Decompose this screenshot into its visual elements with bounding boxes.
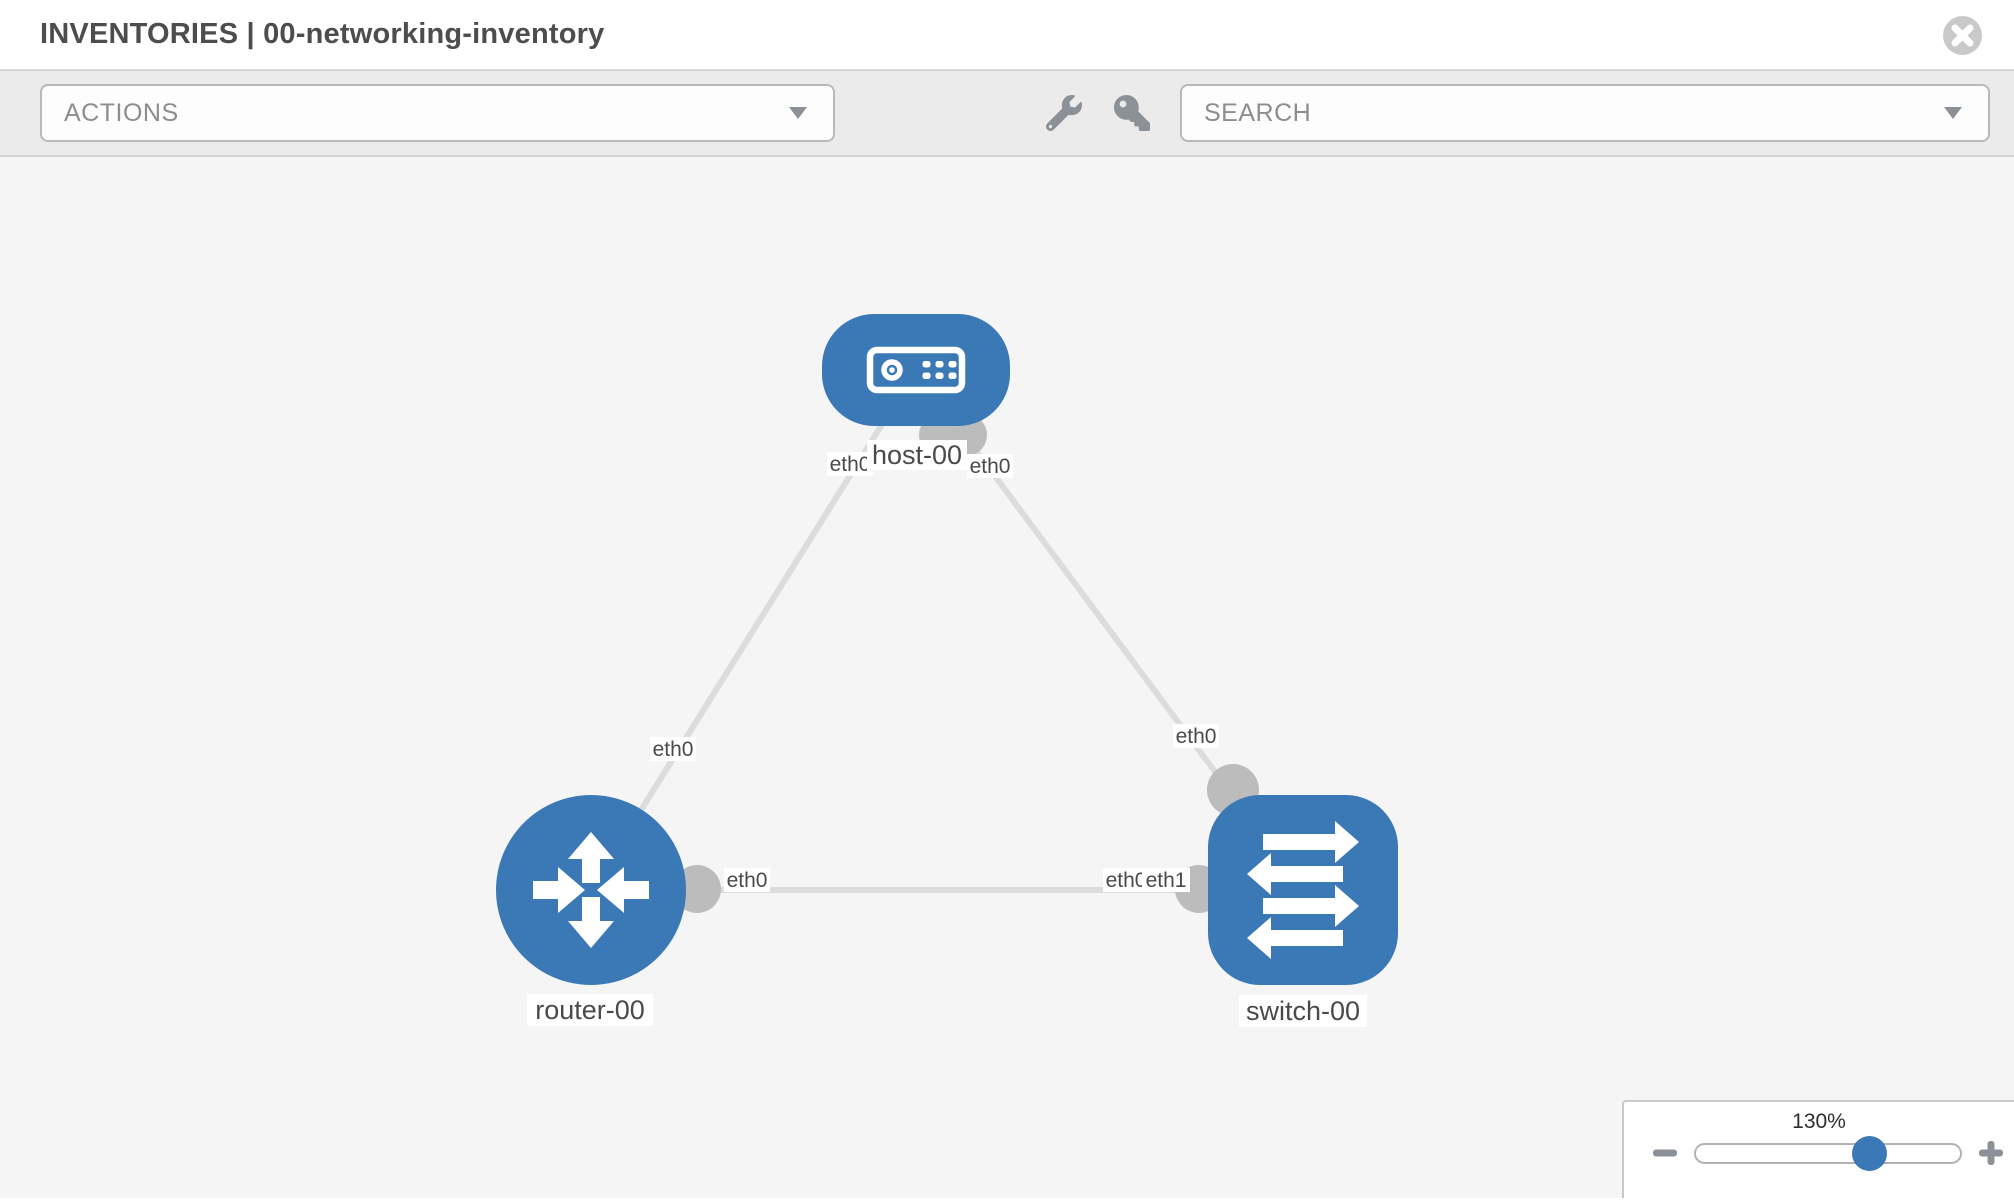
interface-label-switch-top: eth0 [1173,724,1219,748]
svg-text:eth0: eth0 [653,738,694,761]
configure-button[interactable] [1045,95,1082,132]
interface-label-router-upper: eth0 [650,737,696,761]
svg-text:eth0: eth0 [1176,725,1217,748]
chevron-down-icon [789,107,807,119]
node-router-00[interactable] [496,795,686,985]
plus-icon [1979,1141,2003,1165]
search-dropdown[interactable]: SEARCH [1180,84,1990,142]
router-icon [533,832,649,948]
svg-text:eth0: eth0 [830,453,871,476]
svg-text:eth0: eth0 [1106,869,1147,892]
node-host-00[interactable] [822,314,1010,426]
topology-canvas[interactable]: eth0 eth0 eth0 eth0 eth0 eth0 [0,157,2014,1198]
interface-label-router-right: eth0 [724,868,770,892]
zoom-panel: 130% [1622,1100,2014,1198]
node-label-switch: switch-00 [1239,995,1367,1027]
switch-icon [1247,821,1359,959]
zoom-slider-track[interactable] [1694,1135,1962,1171]
zoom-in-button[interactable] [1978,1140,2004,1166]
host-icon [866,346,966,394]
close-button[interactable] [1943,16,1982,55]
topology-graph: eth0 eth0 eth0 eth0 eth0 eth0 [496,314,1398,1027]
actions-dropdown[interactable]: ACTIONS [40,84,835,142]
svg-text:eth1: eth1 [1146,869,1187,892]
chevron-down-icon [1944,107,1962,119]
svg-text:eth0: eth0 [970,455,1011,478]
window-header: INVENTORIES | 00-networking-inventory [0,0,2014,71]
interface-label-host-right: eth0 [967,454,1013,478]
key-icon [1114,95,1150,131]
node-switch-00[interactable] [1208,795,1398,985]
zoom-out-button[interactable] [1652,1140,1678,1166]
zoom-slider-row [1624,1135,2014,1171]
page-title: INVENTORIES | 00-networking-inventory [40,18,605,50]
toolbar: ACTIONS SEARCH [0,71,2014,157]
wrench-icon [1045,95,1082,132]
node-label-host: host-00 [867,440,967,470]
svg-text:eth0: eth0 [727,869,768,892]
zoom-level: 130% [1792,1110,1846,1133]
minus-icon [1653,1149,1677,1157]
actions-dropdown-label: ACTIONS [64,98,179,127]
credentials-button[interactable] [1114,95,1150,131]
node-label-router: router-00 [527,994,653,1026]
interface-label-switch-left-back: eth0 [1103,868,1149,892]
close-icon [1943,16,1982,55]
interface-label-host-left: eth0 [827,452,873,476]
svg-text:host-00: host-00 [872,440,962,470]
search-dropdown-label: SEARCH [1204,98,1312,127]
toolbar-tools [1045,95,1150,132]
zoom-slider-thumb[interactable] [1852,1135,1887,1171]
svg-text:router-00: router-00 [535,995,645,1025]
interface-label-switch-left-front: eth1 [1142,868,1190,892]
svg-text:switch-00: switch-00 [1246,996,1360,1026]
